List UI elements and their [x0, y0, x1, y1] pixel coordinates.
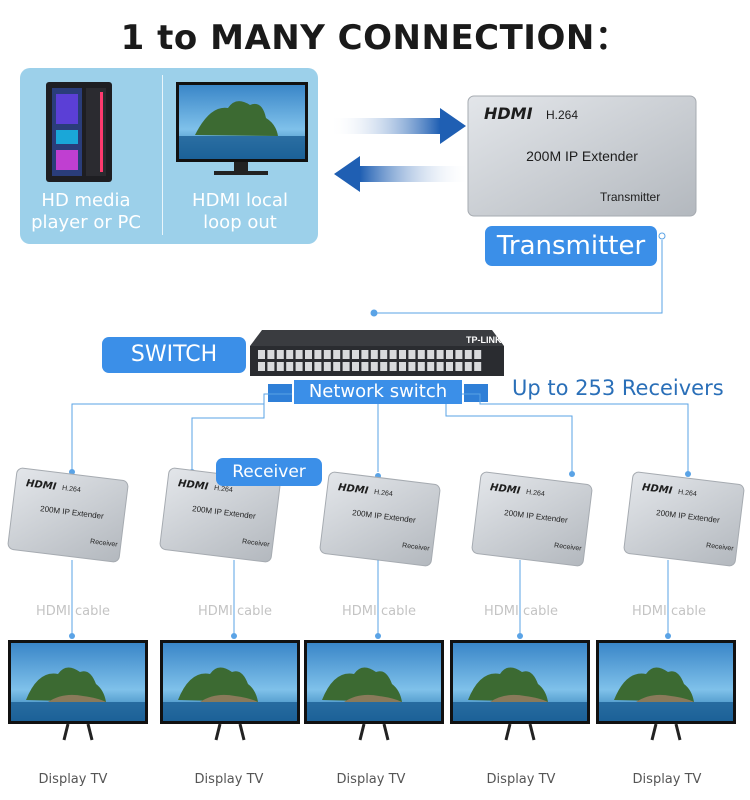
display-tv-label: Display TV: [38, 772, 108, 787]
switch-port: [286, 350, 294, 359]
switch-port: [276, 362, 284, 371]
switch-port: [389, 362, 397, 371]
receiver-device-3: [319, 471, 441, 567]
switch-port: [295, 362, 303, 371]
distribution-lines: [71, 393, 689, 472]
switch-port: [333, 362, 341, 371]
switch-port: [361, 350, 369, 359]
switch-port: [370, 350, 378, 359]
hdmi-cable-lines: [71, 560, 669, 636]
switch-port: [408, 362, 416, 371]
switch-port: [314, 350, 322, 359]
switch-port: [342, 362, 350, 371]
switch-port: [464, 362, 472, 371]
switch-port: [342, 350, 350, 359]
transmitter-pill: Transmitter: [485, 226, 657, 266]
switch-port: [446, 350, 453, 359]
receiver-device-1: [7, 467, 129, 563]
transmitter-product: 200M IP Extender: [526, 148, 638, 164]
receiver-pill: Receiver: [216, 458, 322, 486]
transmitter-codec: H.264: [546, 108, 579, 122]
switch-port: [323, 350, 331, 359]
switch-port: [455, 350, 463, 359]
switch-port: [436, 362, 444, 371]
receiver-capacity-label: Up to 253 Receivers: [512, 376, 724, 400]
display-tv-label: Display TV: [632, 772, 702, 787]
display-tv-icon-2: [158, 638, 302, 742]
display-tv-icon-5: [594, 638, 738, 742]
display-tv-label: Display TV: [336, 772, 406, 787]
uplink-line: [370, 232, 666, 317]
switch-port: [258, 362, 265, 371]
hdmi-cable-label: HDMI cable: [632, 604, 706, 619]
switch-port: [305, 362, 312, 371]
pc-tower-icon: [46, 82, 112, 182]
network-switch-device: [250, 330, 504, 402]
switch-port: [323, 362, 331, 371]
switch-port: [258, 350, 265, 359]
switch-port: [333, 350, 341, 359]
hdmi-cable-label: HDMI cable: [198, 604, 272, 619]
switch-port: [286, 362, 294, 371]
switch-port: [361, 362, 369, 371]
monitor-icon: [176, 82, 308, 175]
transmitter-device: [467, 95, 697, 217]
display-tv-label: Display TV: [194, 772, 264, 787]
signal-arrows: [330, 108, 470, 192]
switch-port: [399, 350, 406, 359]
switch-port: [474, 362, 482, 371]
hdmi-cable-label: HDMI cable: [484, 604, 558, 619]
loop-out-label: HDMI local loop out: [192, 190, 288, 233]
switch-port: [370, 362, 378, 371]
switch-port: [436, 350, 444, 359]
switch-port: [380, 350, 388, 359]
display-tv-label: Display TV: [486, 772, 556, 787]
switch-port: [455, 362, 463, 371]
switch-port: [352, 362, 359, 371]
hdmi-cable-label: HDMI cable: [36, 604, 110, 619]
receiver-device-4: [471, 471, 593, 567]
switch-port: [267, 362, 275, 371]
switch-port: [474, 350, 482, 359]
display-tv-icon-4: [448, 638, 592, 742]
switch-port: [389, 350, 397, 359]
network-switch-label: Network switch: [294, 380, 462, 404]
transmitter-role: Transmitter: [600, 190, 661, 204]
switch-port: [408, 350, 416, 359]
display-tv-icon-3: [302, 638, 446, 742]
hdmi-cable-label: HDMI cable: [342, 604, 416, 619]
page-title: 1 to MANY CONNECTION：: [120, 18, 630, 58]
switch-port: [464, 350, 472, 359]
switch-port: [417, 362, 425, 371]
switch-port: [399, 362, 406, 371]
switch-port: [276, 350, 284, 359]
switch-port: [427, 350, 435, 359]
switch-port: [314, 362, 322, 371]
switch-brand: TP-LINK: [466, 335, 502, 345]
pc-label: HD media player or PC: [31, 190, 141, 233]
switch-port: [417, 350, 425, 359]
display-tv-icon-1: [6, 638, 150, 742]
switch-port: [427, 362, 435, 371]
switch-port: [352, 350, 359, 359]
switch-port: [446, 362, 453, 371]
switch-port: [267, 350, 275, 359]
transmitter-logo: HDMI: [484, 104, 533, 123]
switch-port: [295, 350, 303, 359]
receiver-device-5: [623, 471, 745, 567]
switch-port: [305, 350, 312, 359]
switch-pill: SWITCH: [102, 337, 246, 373]
switch-port: [380, 362, 388, 371]
panel-divider: [162, 75, 163, 235]
